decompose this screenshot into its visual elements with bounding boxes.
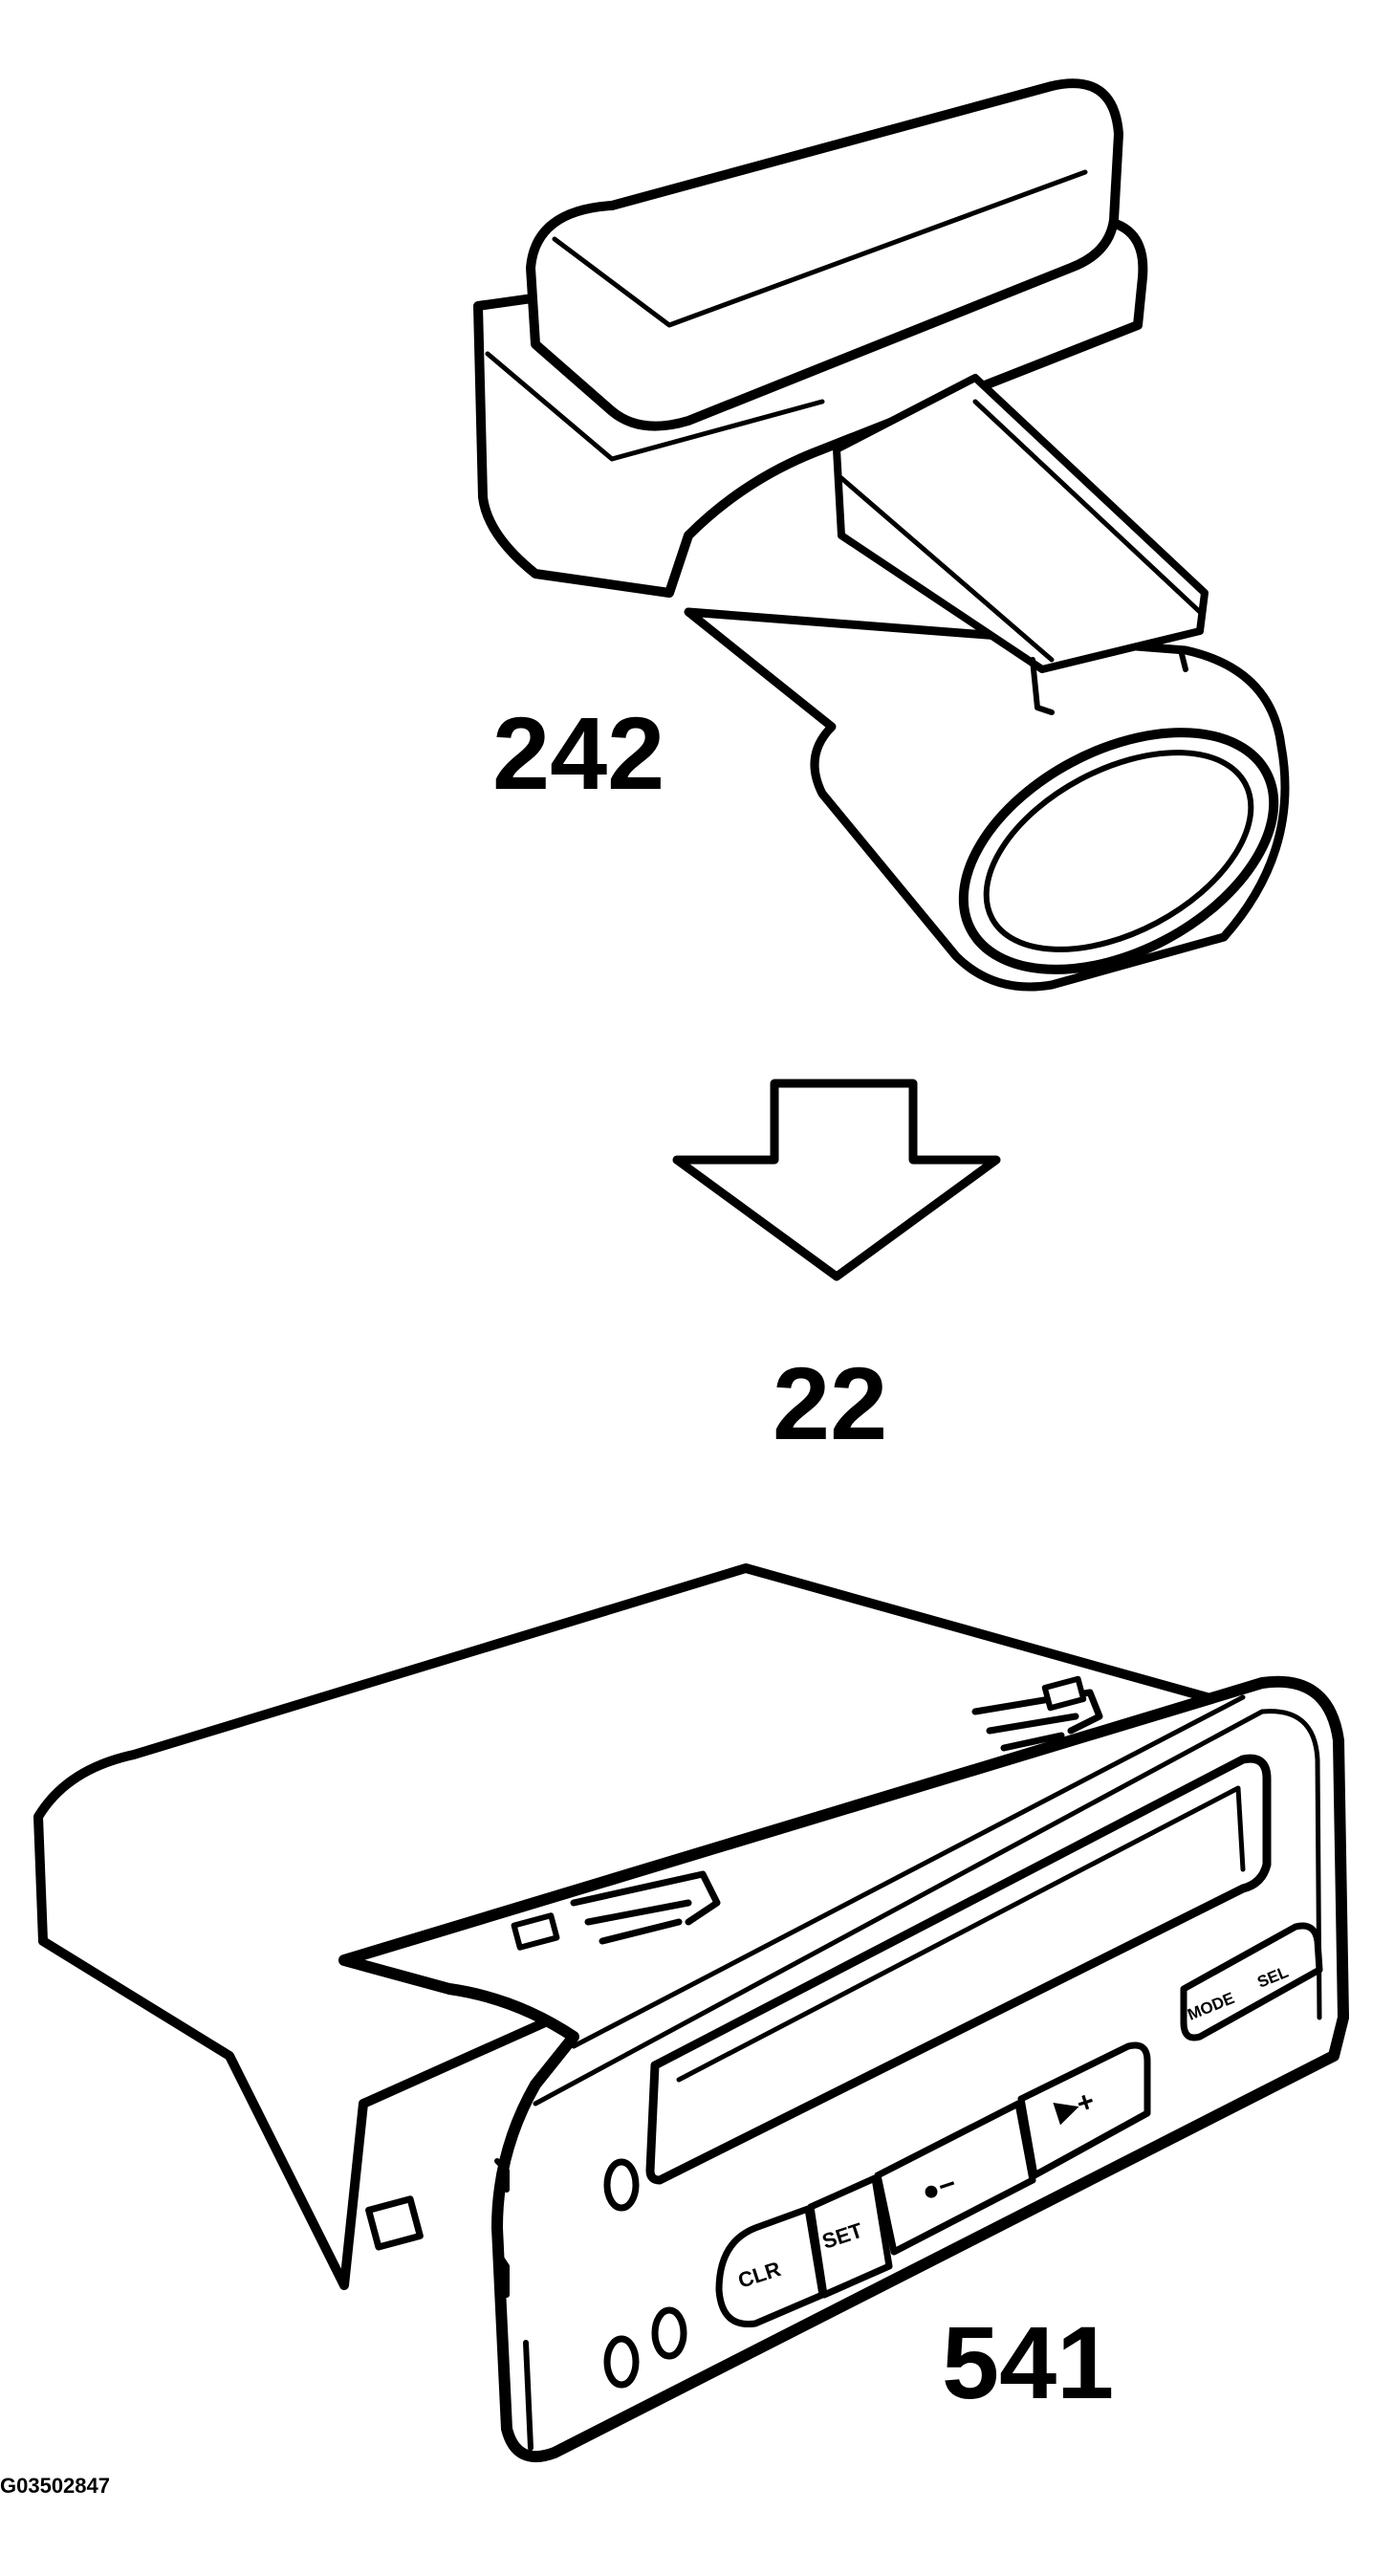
- set-button[interactable]: SET: [807, 2174, 893, 2299]
- figure-id: G03502847: [0, 2474, 110, 2498]
- module-bezel-inner: [533, 1694, 1322, 2107]
- sensor-part: [473, 78, 1290, 992]
- sensor-clip: [1030, 647, 1188, 715]
- module-display-window: [645, 1754, 1272, 2185]
- sensor-tab-edge: [839, 399, 1203, 663]
- module-side-clips: [494, 2158, 534, 2451]
- mode-sel-button[interactable]: MODE SEL: [1180, 1922, 1323, 2041]
- display-module: CLR SET ●− ▶+ MODE SEL: [33, 1563, 1349, 2462]
- sensor-tab: [833, 374, 1209, 673]
- sensor-oval-opening: [958, 728, 1279, 974]
- plus-button[interactable]: ▶+: [1017, 2041, 1151, 2179]
- down-arrow: [672, 1079, 1001, 1281]
- sensor-housing-edge: [485, 351, 825, 462]
- label-arrow-step: 22: [773, 1345, 887, 1461]
- module-vent-left-square: [511, 1912, 560, 1951]
- set-button-shape: [807, 2174, 893, 2299]
- module-knob-2: [603, 2335, 640, 2389]
- minus-button[interactable]: ●−: [874, 2100, 1036, 2256]
- sensor-oval-inner: [983, 750, 1254, 952]
- module-vent-left: [570, 1870, 721, 1945]
- module-vent-right: [971, 1689, 1103, 1752]
- module-knob-3: [651, 2306, 687, 2360]
- sensor-cap-edge: [552, 169, 1088, 328]
- minus-button-shape: [874, 2100, 1036, 2256]
- mode-sel-button-shape: [1180, 1922, 1323, 2041]
- module-side-bracket: [365, 2195, 424, 2251]
- plus-button-shape: [1017, 2041, 1151, 2179]
- label-part-bottom: 541: [942, 2304, 1114, 2420]
- module-vent-right-square: [1041, 1675, 1087, 1712]
- label-part-top: 242: [492, 695, 664, 811]
- module-display-inner: [676, 1785, 1246, 2083]
- module-knob-1: [603, 2158, 640, 2212]
- sensor-top-cap: [526, 78, 1123, 431]
